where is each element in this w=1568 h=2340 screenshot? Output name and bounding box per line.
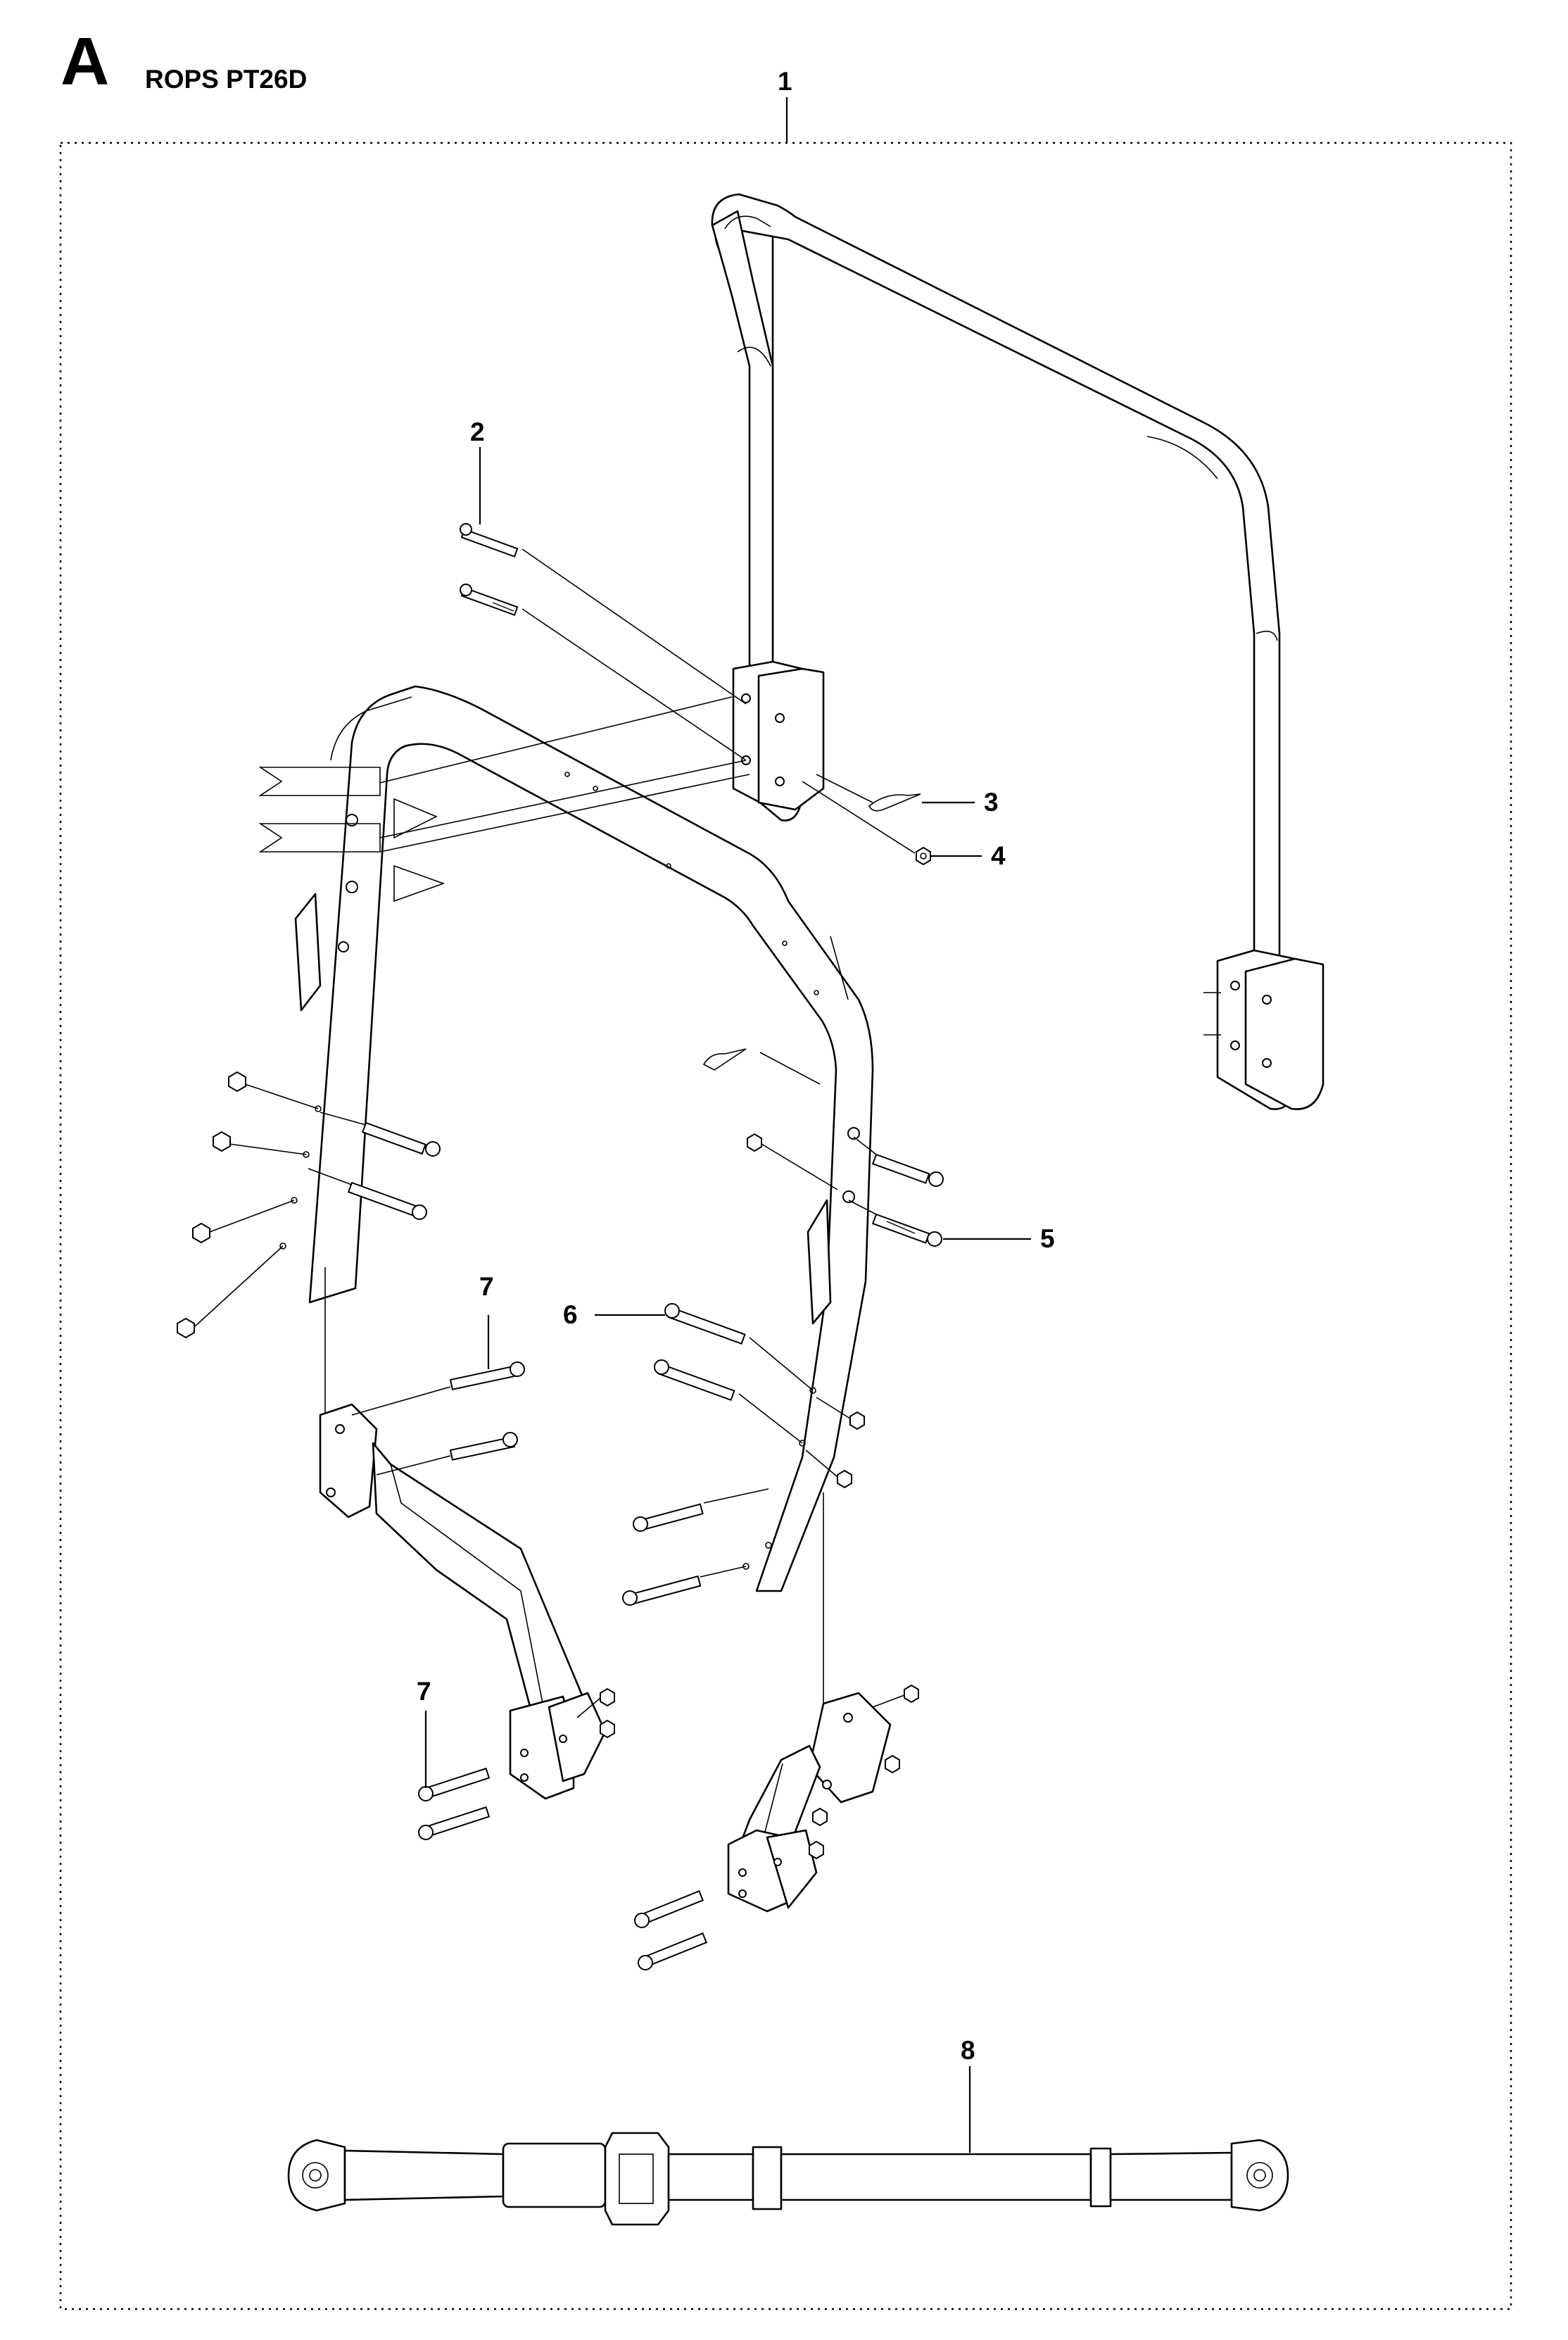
callout-1: 1 [778,67,792,96]
bolt-right-2 [871,1213,942,1247]
bolt-7a [449,1361,525,1390]
bolt-left-2 [347,1181,427,1220]
callout-8: 8 [961,2036,975,2065]
bolt-right-1 [871,1153,944,1187]
callout-7-lower: 7 [417,1677,431,1706]
assembly-border [59,141,1512,2310]
callout-3: 3 [984,788,999,817]
bolt-7b [449,1432,518,1461]
bolt-r-low1 [633,1503,704,1532]
bolt-rb-1 [634,1889,704,1928]
bolt-r-low2 [622,1575,702,1606]
callout-2: 2 [470,417,485,446]
right-brace [727,1492,892,1913]
section-letter: A [61,24,110,99]
bolt-6a [664,1303,746,1345]
bolt-7d [418,1806,491,1840]
seat-belt [287,2132,1289,2226]
pin-2b [460,584,519,616]
callout-5: 5 [1040,1224,1055,1253]
bolt-left-1 [361,1121,441,1157]
bolt-rb-2 [638,1932,707,1970]
callout-7-upper: 7 [479,1272,494,1301]
pin-2a [460,523,519,558]
callout-6: 6 [563,1300,578,1329]
fasteners [177,523,944,1970]
upper-hoop [711,193,1324,1110]
lower-hoop [258,685,874,1592]
left-brace [319,1267,607,1800]
callout-4: 4 [991,841,1006,870]
diagram-title: ROPS PT26D [145,65,308,94]
bolt-6b [654,1359,735,1402]
bolt-7c [418,1767,491,1801]
